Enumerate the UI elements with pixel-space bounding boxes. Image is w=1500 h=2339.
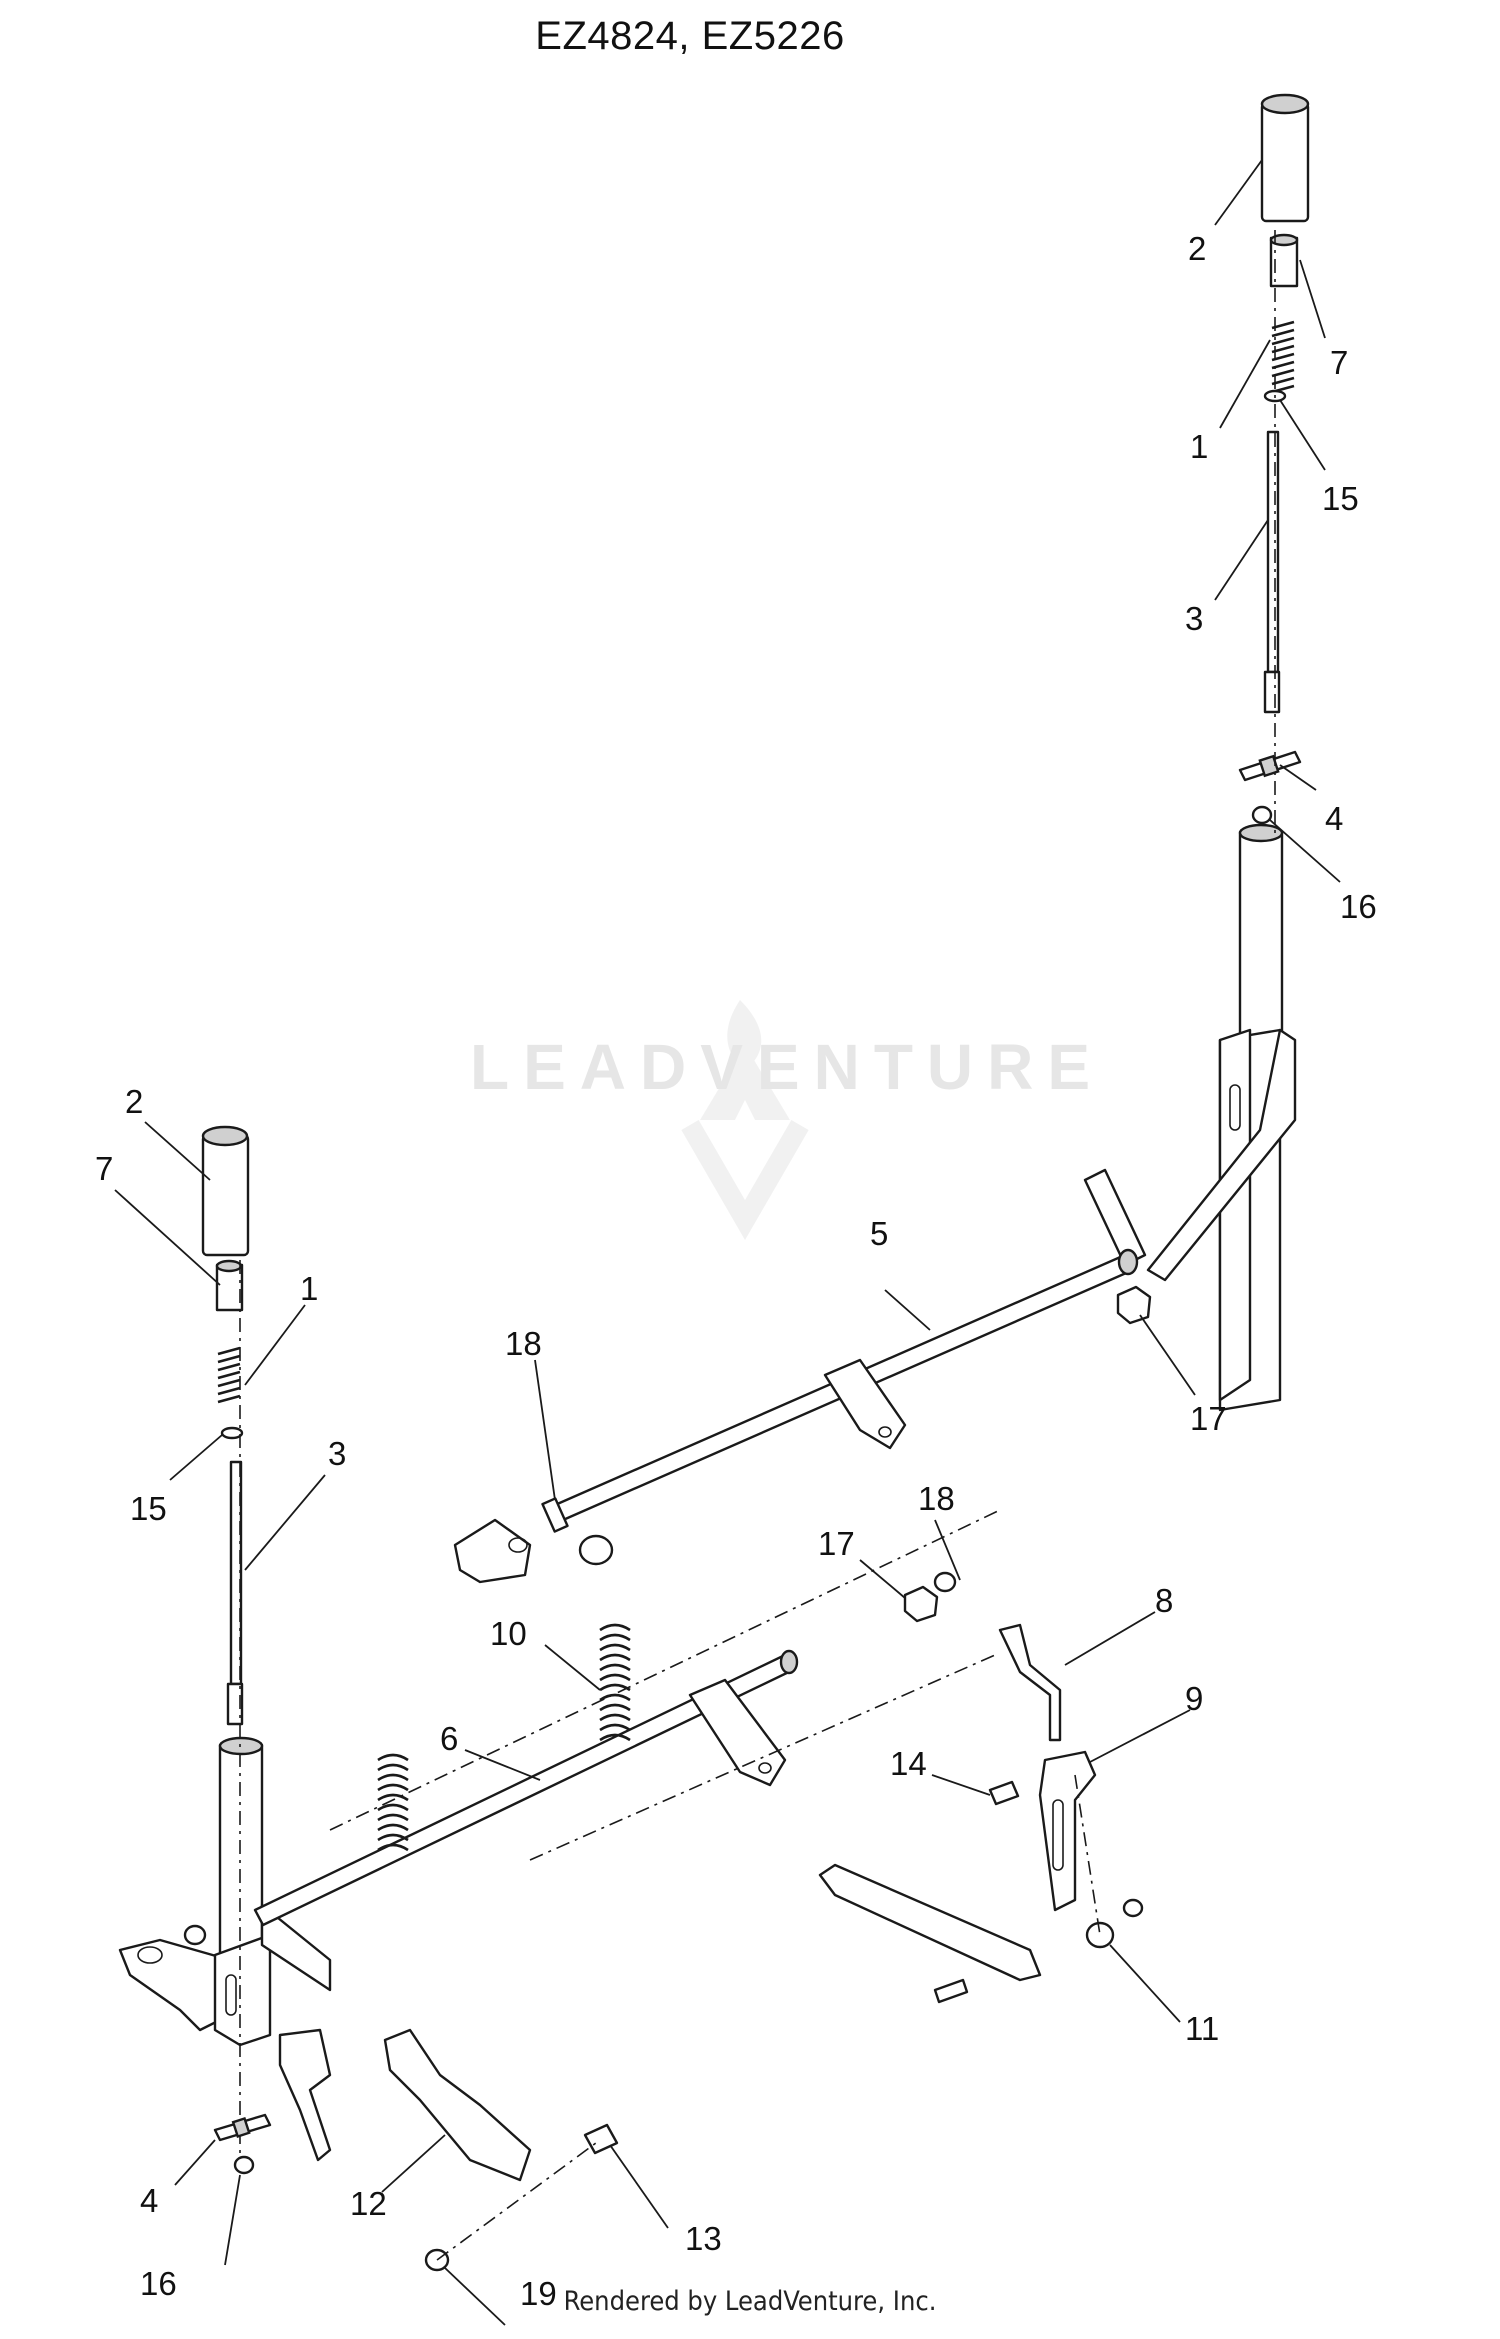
- spring-right: [1271, 320, 1295, 394]
- locknut-right: [1085, 1921, 1115, 1949]
- bushing-left: [215, 1259, 244, 1312]
- callout-upper-shaft: 5: [870, 1215, 888, 1252]
- callout-labels: 2 7 1 15 3 4 16 5 17 18 2 7 1 15 3 18 17…: [95, 230, 1377, 2312]
- callout-right-grip: 2: [1188, 230, 1206, 267]
- callout-adjuster-bolt: 13: [685, 2220, 722, 2257]
- spring-left: [217, 1346, 241, 1404]
- callout-left-drive-arm: 12: [350, 2185, 387, 2222]
- callout-lower-bushing: 18: [918, 1480, 955, 1517]
- rendered-by-footer: Rendered by LeadVenture, Inc.: [563, 2286, 937, 2317]
- right-control-lever-assembly: [1083, 93, 1310, 1412]
- upper-cross-shaft: [453, 1248, 1152, 1584]
- callout-nut-19: 19: [520, 2275, 557, 2312]
- drive-arm-right: [818, 1863, 1042, 1982]
- bushing-lower: [933, 1571, 957, 1593]
- adjuster-bolt-left: [583, 2123, 619, 2155]
- washer-left: [220, 1426, 244, 1440]
- left-linkage: [278, 2028, 619, 2272]
- pin-left: [213, 2113, 272, 2142]
- callout-right-spring: 1: [1190, 428, 1208, 465]
- lever-tube-left: [118, 1736, 332, 2047]
- callout-upper-locknut: 17: [1190, 1400, 1227, 1437]
- callout-link-rod: 8: [1155, 1582, 1173, 1619]
- callout-right-bushing: 7: [1330, 344, 1348, 381]
- callout-lower-locknut: 17: [818, 1525, 855, 1562]
- lower-cross-shaft: [253, 1509, 1001, 1927]
- callout-left-bushing: 7: [95, 1150, 113, 1187]
- callout-right-rod: 3: [1185, 600, 1203, 637]
- extension-spring-second: [377, 1753, 409, 1852]
- callout-upper-bushing: 18: [505, 1325, 542, 1362]
- rod-left: [226, 1460, 244, 1726]
- pin-right: [1238, 750, 1302, 782]
- locknut-lower: [903, 1585, 939, 1623]
- callout-shoulder-bolt: 14: [890, 1745, 927, 1782]
- callout-right-nut: 16: [1340, 888, 1377, 925]
- callout-left-nut: 16: [140, 2265, 177, 2302]
- pivot-arm-left: [278, 2028, 332, 2162]
- diagram-title: EZ4824, EZ5226: [535, 14, 845, 58]
- callout-left-rod: 3: [328, 1435, 346, 1472]
- callout-right-washer: 15: [1322, 480, 1359, 517]
- leader-lines: [114, 159, 1341, 2326]
- grip-right: [1260, 93, 1310, 223]
- pivot-arm-right: [1038, 1750, 1097, 1912]
- drive-arm-left: [383, 2028, 532, 2182]
- callout-pivot-arm: 9: [1185, 1680, 1203, 1717]
- callout-left-grip: 2: [125, 1083, 143, 1120]
- left-control-lever-assembly: [118, 1125, 332, 2175]
- callout-left-spring: 1: [300, 1270, 318, 1307]
- rod-right: [1263, 430, 1281, 714]
- arm-bolt-right: [933, 1978, 969, 2004]
- shoulder-bolt-right: [988, 1780, 1020, 1806]
- locknut-upper: [1116, 1285, 1152, 1325]
- callout-left-pin: 4: [140, 2182, 158, 2219]
- extension-spring-main: [599, 1623, 631, 1742]
- grip-left: [201, 1125, 250, 1257]
- callout-right-pin: 4: [1325, 800, 1343, 837]
- leadventure-logo-icon: [681, 1000, 809, 1240]
- lever-tube-right: [1083, 823, 1297, 1412]
- callout-lower-shaft: 6: [440, 1720, 458, 1757]
- right-linkage: [818, 1623, 1144, 2004]
- nut-small-right: [1122, 1898, 1144, 1918]
- link-rod-right: [998, 1623, 1062, 1742]
- bushing-upper: [578, 1534, 614, 1566]
- watermark-text: LEADVENTURE: [470, 1031, 1105, 1103]
- callout-left-washer: 15: [130, 1490, 167, 1527]
- nut-left: [233, 2155, 255, 2175]
- callout-spring: 10: [490, 1615, 527, 1652]
- callout-right-locknut: 11: [1185, 2010, 1219, 2047]
- nut-right: [1251, 805, 1273, 825]
